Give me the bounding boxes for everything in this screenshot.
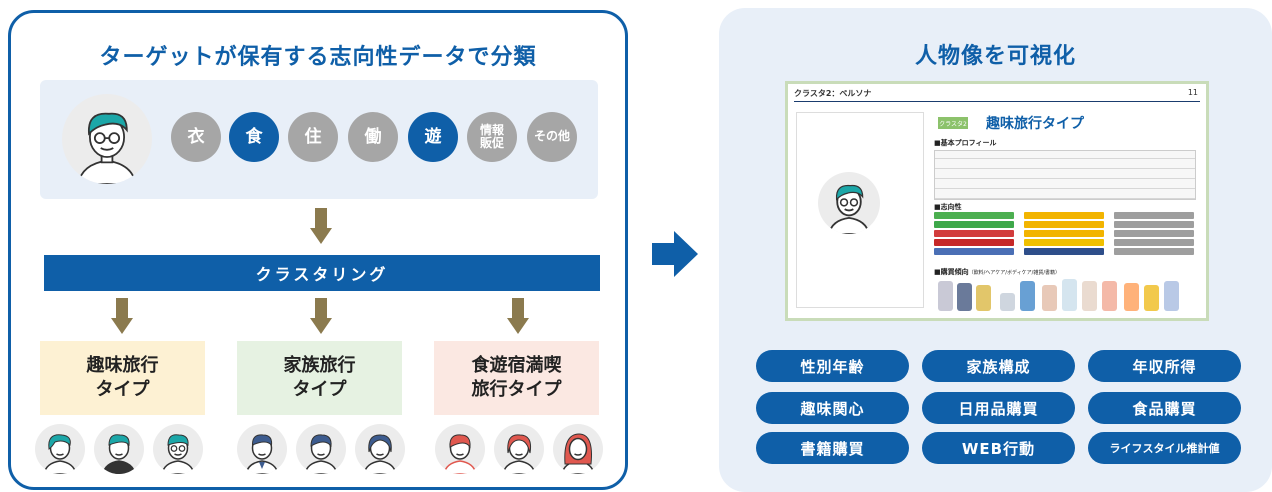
tag-family-structure: 家族構成 — [922, 350, 1075, 382]
type-label: 旅行タイプ — [471, 379, 562, 400]
attribute-play: 遊 — [408, 112, 458, 162]
person-avatar-icon — [94, 424, 144, 474]
doc-section-profile: ■基本プロフィール — [934, 139, 997, 147]
doc-cluster-tag: クラスタ2 — [938, 117, 968, 129]
doc-product-images — [938, 277, 1198, 311]
right-arrow-icon — [652, 231, 698, 277]
doc-header: クラスタ2：ペルソナ 11 — [794, 88, 1200, 102]
person-avatar-icon — [435, 424, 485, 474]
doc-page-number: 11 — [1187, 88, 1198, 97]
doc-section-purchase: ■購買傾向（飲料/ヘアケア/ボディケア/雑貨/書籍） — [934, 267, 1060, 277]
attribute-housing: 住 — [288, 112, 338, 162]
classification-panel: ターゲットが保有する志向性データで分類 衣 食 住 働 遊 情報 販促 その他 … — [8, 10, 628, 490]
doc-persona-name: 趣味旅行タイプ — [986, 116, 1084, 132]
tag-annual-income: 年収所得 — [1088, 350, 1241, 382]
attribute-info-promo: 情報 販促 — [467, 112, 517, 162]
type-label: 家族旅行 — [283, 354, 356, 376]
type-label: 趣味旅行 — [86, 354, 159, 376]
person-avatar-icon — [153, 424, 203, 474]
person-avatar-icon — [237, 424, 287, 474]
down-arrow-icon — [507, 298, 529, 336]
doc-header-title: クラスタ2：ペルソナ — [794, 89, 872, 98]
tag-lifestyle-estimate: ライフスタイル推計値 — [1088, 432, 1241, 464]
down-arrow-icon — [310, 298, 332, 336]
doc-profile-table — [934, 150, 1196, 200]
attribute-other: その他 — [527, 112, 577, 162]
tag-book-purchase: 書籍購買 — [756, 432, 909, 464]
type-hobby-travel: 趣味旅行タイプ — [40, 341, 205, 415]
person-avatar-icon — [355, 424, 405, 474]
type-label: 食遊宿満喫 — [471, 354, 562, 376]
type-label: タイプ — [95, 379, 150, 400]
down-arrow-icon — [111, 298, 133, 336]
attribute-box: 衣 食 住 働 遊 情報 販促 その他 — [40, 80, 598, 199]
visualization-panel: 人物像を可視化 クラスタ2：ペルソナ 11 クラスタ2 趣味旅行タイプ ■基本プ… — [719, 8, 1272, 492]
clustering-bar: クラスタリング — [44, 255, 600, 291]
doc-section-orientation: ■志向性 — [934, 203, 962, 211]
tag-web-behavior: WEB行動 — [922, 432, 1075, 464]
tag-daily-goods-purchase: 日用品購買 — [922, 392, 1075, 424]
attribute-clothing: 衣 — [171, 112, 221, 162]
person-avatar-icon — [296, 424, 346, 474]
classification-title: ターゲットが保有する志向性データで分類 — [99, 45, 537, 70]
tag-hobby-interest: 趣味関心 — [756, 392, 909, 424]
attribute-work: 働 — [348, 112, 398, 162]
type-label: タイプ — [292, 379, 347, 400]
person-avatar-icon — [553, 424, 603, 474]
visualization-title: 人物像を可視化 — [914, 44, 1076, 69]
person-avatar-icon — [494, 424, 544, 474]
person-avatar-icon — [62, 94, 152, 184]
attribute-food: 食 — [229, 112, 279, 162]
persona-document: クラスタ2：ペルソナ 11 クラスタ2 趣味旅行タイプ ■基本プロフィール ■志… — [785, 81, 1209, 321]
type-family-travel: 家族旅行タイプ — [237, 341, 402, 415]
person-avatar-icon — [818, 172, 880, 234]
tag-gender-age: 性別年齢 — [756, 350, 909, 382]
doc-section-purchase-label: ■購買傾向 — [934, 268, 969, 276]
doc-section-purchase-note: （飲料/ヘアケア/ボディケア/雑貨/書籍） — [968, 270, 1061, 276]
person-avatar-icon — [35, 424, 85, 474]
down-arrow-icon — [310, 208, 332, 246]
tag-food-purchase: 食品購買 — [1088, 392, 1241, 424]
type-food-travel: 食遊宿満喫旅行タイプ — [434, 341, 599, 415]
